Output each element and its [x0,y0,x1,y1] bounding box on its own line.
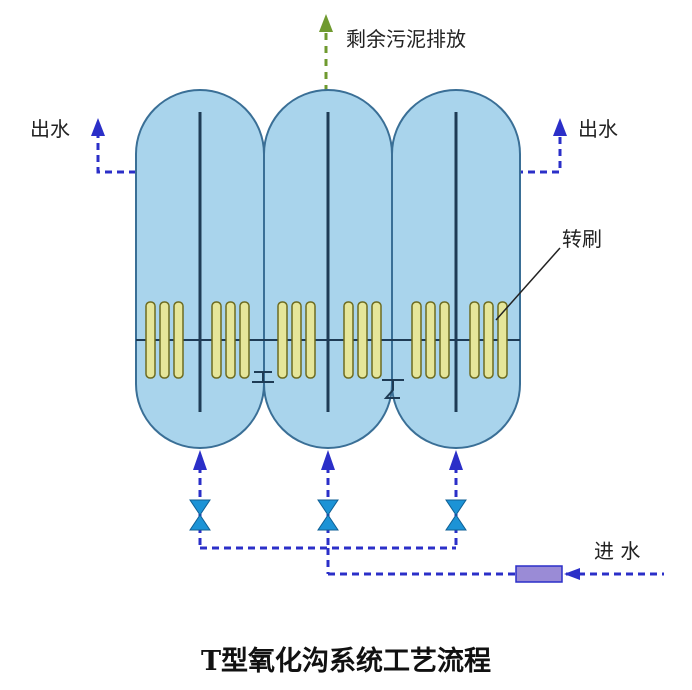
brush-paddle [357,301,368,379]
sludge-arrow-icon [319,14,333,32]
inlet-arrow-right-icon [449,450,463,470]
brush-paddle [497,301,508,379]
outlet-right-line [516,118,567,174]
brush-paddle [239,301,250,379]
rotating-brushes [145,301,508,379]
diagram-caption: T型氧化沟系统工艺流程 [201,645,491,677]
outlet-right-label: 出水 [578,117,618,141]
brush-paddle [173,301,184,379]
brush-paddle [159,301,170,379]
sludge-discharge-line [319,14,333,92]
inlet-label: 进 水 [594,539,640,563]
valve-middle-icon[interactable] [317,499,339,531]
valve-right-icon[interactable] [445,499,467,531]
brush-paddle [469,301,480,379]
brush-paddle [305,301,316,379]
inlet-valves [189,499,467,531]
inlet-arrows [193,450,463,470]
outlet-left-label: 出水 [30,117,70,141]
brush-paddle [439,301,450,379]
brush-pointer [495,247,561,321]
brush-paddle [371,301,382,379]
flow-meter-icon [515,565,563,583]
brush-paddle [277,301,288,379]
brush-paddle [291,301,302,379]
sludge-discharge-label: 剩余污泥排放 [346,27,466,51]
inlet-arrow-icon [564,568,580,580]
brush-paddle [483,301,494,379]
brush-paddle [411,301,422,379]
weir-gate-right [382,379,404,399]
brush-paddle [225,301,236,379]
brush-paddle [145,301,156,379]
inlet-arrow-left-icon [193,450,207,470]
outlet-right-arrow-icon [553,118,567,136]
valve-left-icon[interactable] [189,499,211,531]
weir-gates [252,371,404,399]
brush-paddle [343,301,354,379]
brush-paddle [211,301,222,379]
weir-gate-left [252,371,274,383]
inlet-arrow-middle-icon [321,450,335,470]
outlet-left-line [91,118,136,174]
rotating-brush-label: 转刷 [562,227,602,251]
brush-paddle [425,301,436,379]
ditch-baffles [198,112,458,412]
outlet-left-arrow-icon [91,118,105,136]
